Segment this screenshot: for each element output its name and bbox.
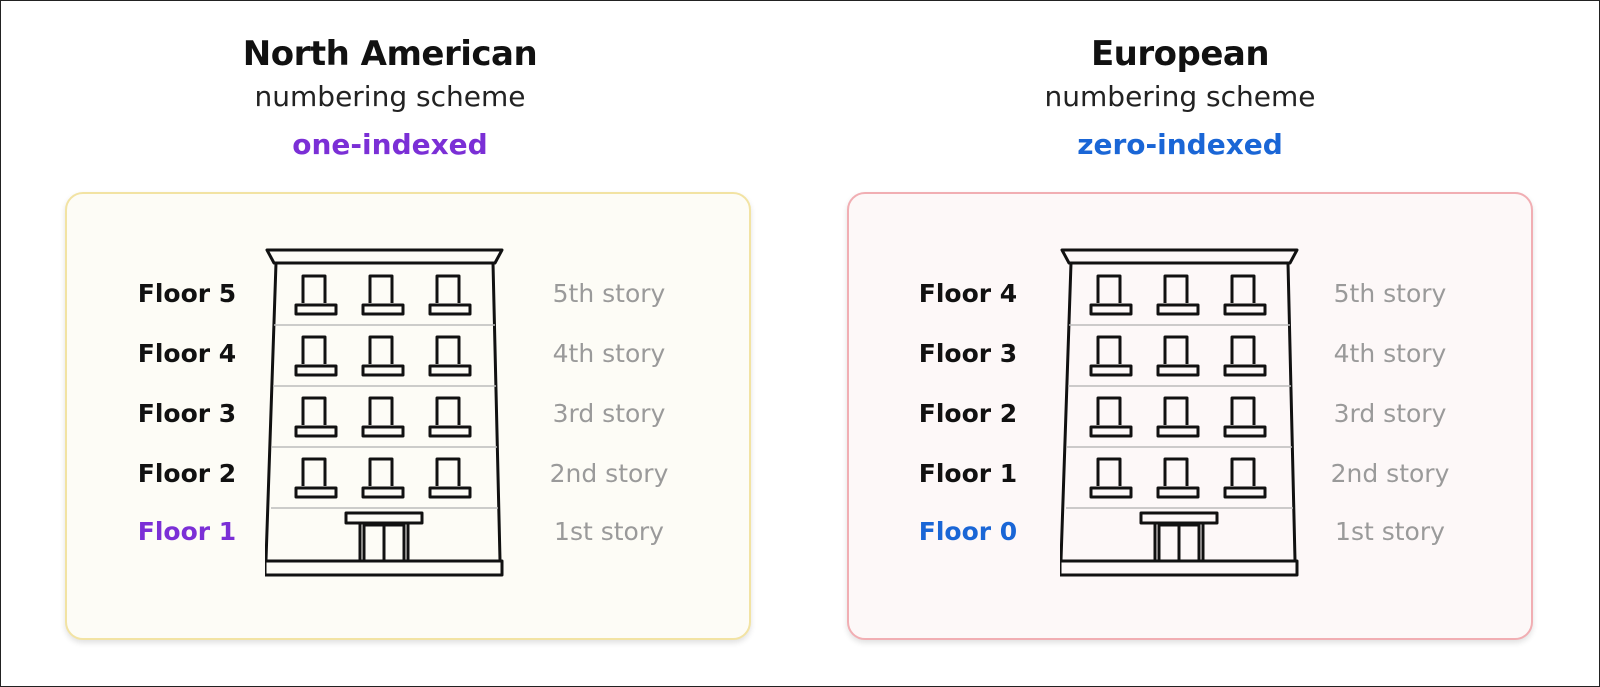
floor-label: Floor 1 xyxy=(918,459,1018,488)
panel-title: European xyxy=(1090,34,1270,74)
story-label: 2nd story xyxy=(1330,459,1450,488)
indexing-label: one-indexed xyxy=(292,128,488,161)
north-american-panel: North American numbering scheme one-inde… xyxy=(65,34,751,640)
story-label: 2nd story xyxy=(549,459,669,488)
story-label: 3rd story xyxy=(552,399,666,428)
story-label: 5th story xyxy=(1333,279,1447,308)
floor-label: Floor 4 xyxy=(137,339,237,368)
floor-label: Floor 3 xyxy=(137,399,237,428)
story-label: 5th story xyxy=(552,279,666,308)
floor-label: Floor 3 xyxy=(918,339,1018,368)
floor-label: Floor 5 xyxy=(137,279,237,308)
story-label: 4th story xyxy=(1333,339,1447,368)
indexing-label: zero-indexed xyxy=(1077,128,1283,161)
apartment-building-icon xyxy=(1060,248,1299,577)
floor-label: Floor 4 xyxy=(918,279,1018,308)
building-card xyxy=(65,192,751,640)
ground-floor-label: Floor 1 xyxy=(137,517,237,546)
ground-floor-label: Floor 0 xyxy=(918,517,1018,546)
floor-label: Floor 2 xyxy=(918,399,1018,428)
floor-label: Floor 2 xyxy=(137,459,237,488)
story-label: 1st story xyxy=(554,517,664,546)
building-card xyxy=(847,192,1533,640)
story-label: 4th story xyxy=(552,339,666,368)
panel-subtitle: numbering scheme xyxy=(1044,80,1316,113)
story-label: 3rd story xyxy=(1333,399,1447,428)
apartment-building-icon xyxy=(265,248,504,577)
panel-title: North American xyxy=(242,34,538,74)
story-label: 1st story xyxy=(1335,517,1445,546)
european-panel: European numbering scheme zero-indexed F… xyxy=(790,0,1590,687)
panel-subtitle: numbering scheme xyxy=(254,80,526,113)
